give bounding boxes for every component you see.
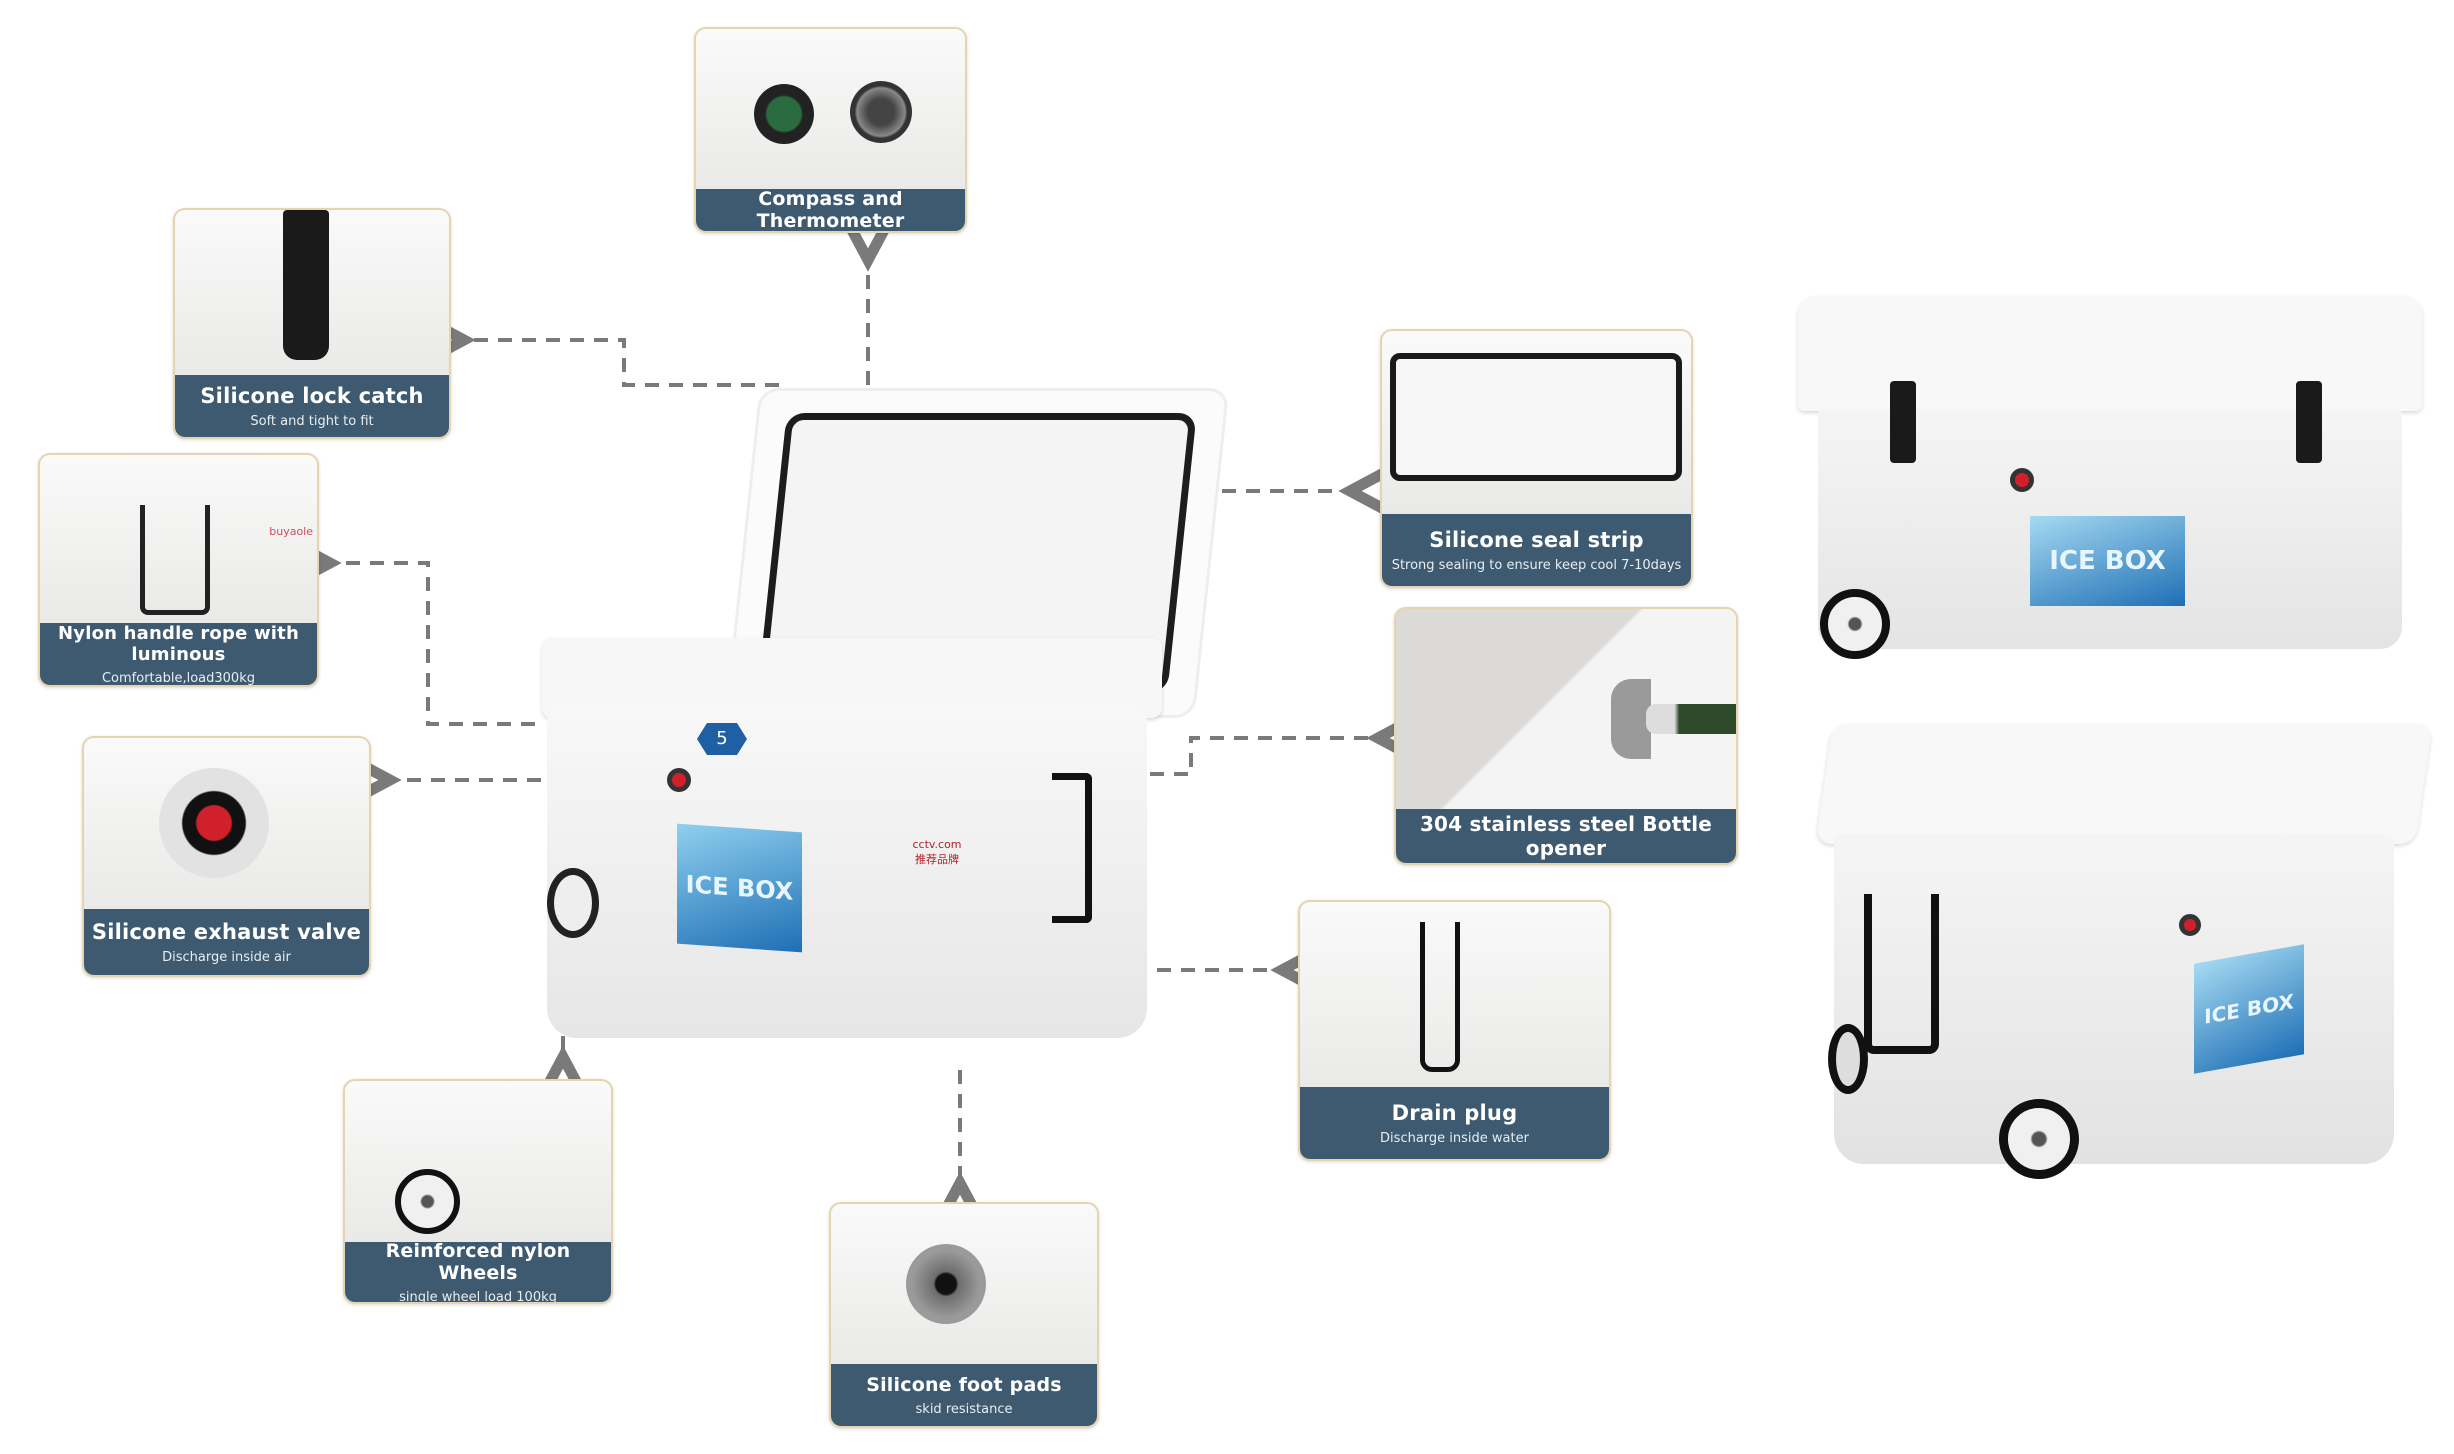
latch-icon [2296,381,2322,463]
cooler-front-view: ICE BOX [1798,291,2422,661]
exhaust-valve-icon [2179,914,2201,936]
exhaust-valve-icon [2010,468,2034,492]
wheel-icon [1999,1099,2079,1179]
exhaust-valve-icon [667,768,691,792]
wheel-icon [1820,589,1890,659]
feature-card-wheels: Reinforced nylon Wheels single wheel load… [343,1079,613,1304]
bottle-icon [1646,704,1736,734]
feature-card-foot-pads: Silicone foot pads skid resistance [829,1202,1099,1428]
cooler-body [547,708,1147,1038]
feature-subtitle: single wheel load 100kg [399,1289,557,1304]
feature-subtitle: Discharge inside water [1380,1130,1529,1146]
cert-line2: 推荐品牌 [915,853,959,866]
feature-title: 304 stainless steel Bottle opener [1419,812,1713,860]
lock-catch-icon [283,210,329,360]
latch-icon [1890,381,1916,463]
feature-subtitle: Soft and tight to fit [250,413,374,429]
thermometer-icon [850,81,912,143]
ice-box-text: ICE BOX [685,870,794,906]
feature-title: Silicone foot pads [866,1373,1062,1396]
ice-box-label: ICE BOX [2194,944,2304,1074]
feature-subtitle: Discharge inside air [162,949,291,965]
arrow-lock [395,299,779,387]
exhaust-valve-icon [159,768,269,878]
feature-title: Silicone exhaust valve [91,919,362,944]
wheel-icon [1828,1024,1868,1094]
handle-rope [1052,773,1092,923]
feature-title: Reinforced nylon Wheels [385,1239,571,1284]
feature-title: Silicone lock catch [200,383,424,408]
annotation-label: buyaole [269,525,313,538]
feature-title: Drain plug [1391,1100,1518,1125]
cctv-sticker: cctv.com 推荐品牌 [907,838,967,867]
wheel-icon [547,868,599,938]
cooler-angle-view: ICE BOX [1814,724,2433,1195]
ice-box-label: ICE BOX [2030,516,2185,606]
cooler-rim [542,638,1162,718]
foot-pad-icon [906,1244,986,1324]
handle-rope [1864,894,1939,1054]
lid [1815,724,2433,844]
feature-title: Compass and Thermometer [756,188,905,232]
main-cooler-image: 5 ICE BOX cctv.com 推荐品牌 [527,378,1230,1070]
feature-subtitle: skid resistance [915,1401,1013,1417]
feature-title: Nylon handle rope with luminous [58,622,299,665]
feature-subtitle: Strong sealing to ensure keep cool 7-10d… [1391,557,1682,573]
feature-card-compass: Compass and Thermometer [694,27,967,233]
cert-line1: cctv.com [912,838,962,851]
arrow-handle [261,522,535,726]
feature-subtitle: Comfortable,load300kg [101,670,255,686]
handle-rope-icon [140,505,210,615]
compass-icon [754,84,814,144]
feature-card-bottle-opener: 304 stainless steel Bottle opener [1394,607,1738,865]
badge-icon: 5 [697,723,747,755]
seal-strip-icon [1390,353,1682,481]
ice-box-text: ICE BOX [2049,546,2166,576]
ice-box-text: ICE BOX [2204,989,2294,1029]
bottle-opener-icon [1611,679,1651,759]
wheel-icon [395,1169,460,1234]
feature-title: Silicone seal strip [1429,527,1644,552]
drain-plug-icon [1420,922,1460,1072]
ice-box-label: ICE BOX [677,823,802,953]
